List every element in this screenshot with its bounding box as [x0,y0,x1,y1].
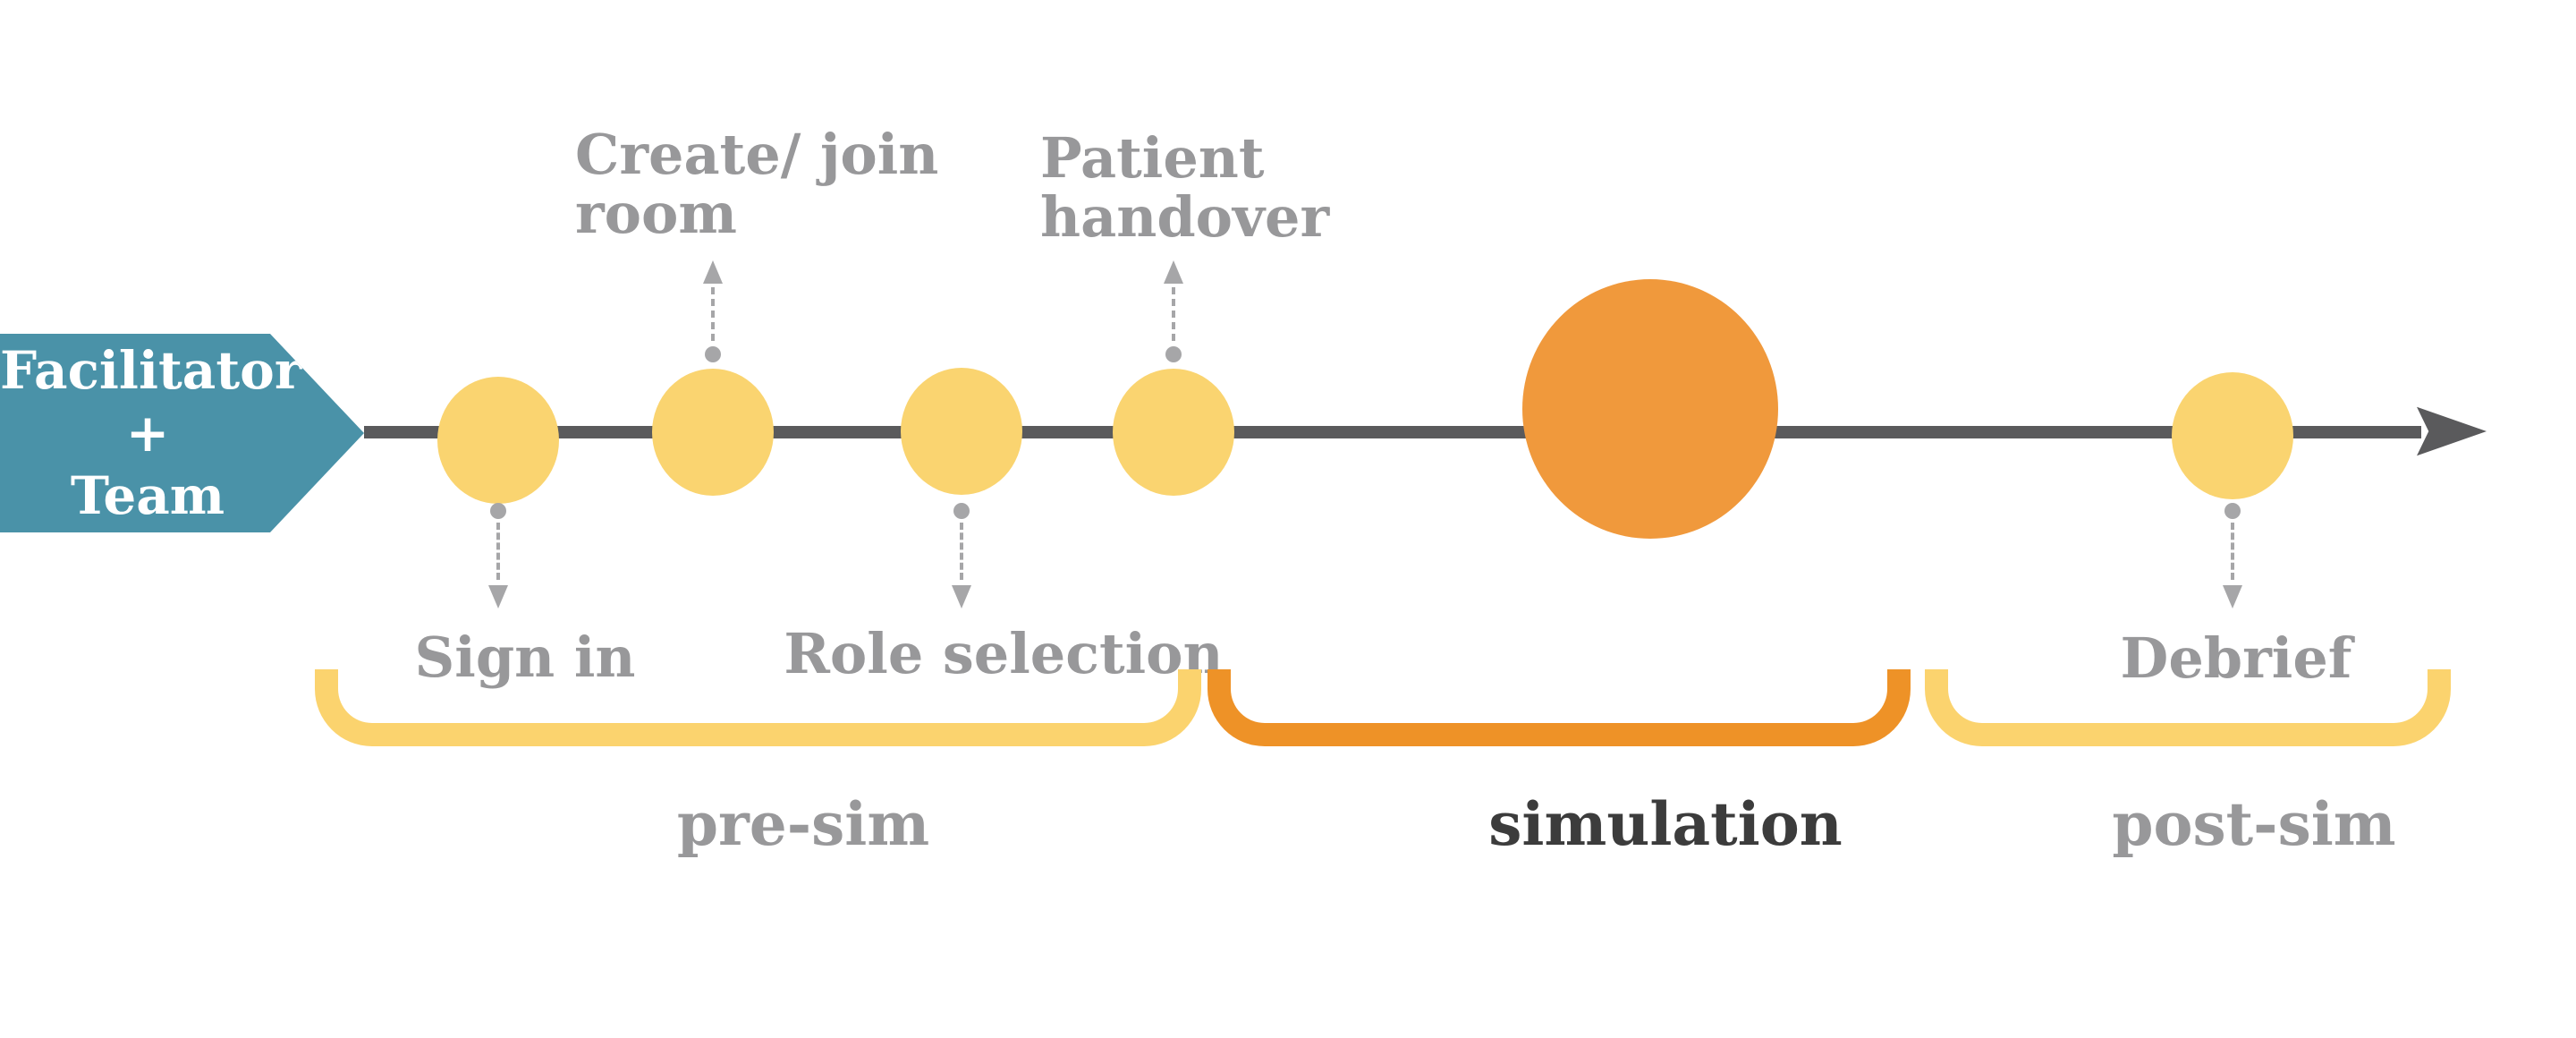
step-label-sign-in: Sign in [414,625,636,690]
arrow-down-icon [488,585,508,608]
connector-dot [2224,503,2241,519]
banner-line-1: Facilitator [0,340,302,401]
patient-handover-line-2: handover [1040,184,1330,250]
connector-dot [490,503,506,519]
facilitator-team-banner: Facilitator + Team [0,334,364,532]
arrow-up-icon [703,260,723,284]
milestone-circle-role-selection [901,368,1022,495]
create-join-room-line-2: room [575,181,737,246]
banner-line-3: Team [70,465,225,526]
milestone-circle-patient-handover [1113,369,1234,496]
arrow-up-icon [1164,260,1183,284]
dashed-line [2231,523,2234,580]
patient-handover-line-1: Patient [1040,125,1265,191]
phase-label-pre-sim: pre-sim [676,789,930,859]
connector-role-selection [948,503,975,612]
connector-dot [953,503,970,519]
timeline-arrowhead-icon [2417,406,2487,456]
milestone-circle-sign-in [437,377,559,504]
phase-bracket-post-sim [1925,669,2451,746]
banner-line-2: + [125,403,170,464]
connector-patient-handover [1160,260,1187,370]
banner-label: Facilitator + Team [0,339,302,527]
connector-debrief [2219,503,2246,612]
timeline-line [364,426,2421,438]
create-join-room-line-1: Create/ join [575,122,939,187]
connector-sign-in [485,503,512,612]
connector-dot [705,346,721,362]
phase-bracket-pre-sim [315,669,1201,746]
dashed-line [960,523,963,580]
milestone-circle-simulation [1522,279,1778,539]
phase-label-simulation: simulation [1488,789,1843,859]
phase-bracket-simulation [1208,669,1911,746]
step-label-patient-handover: Patient handover [1040,129,1329,247]
step-label-create-join-room: Create/ join room [575,125,938,243]
arrow-down-icon [952,585,971,608]
connector-dot [1165,346,1182,362]
phase-label-post-sim: post-sim [2112,789,2396,859]
dashed-line [496,523,500,580]
dashed-line [711,287,715,341]
connector-create-join-room [699,260,726,370]
arrow-down-icon [2223,585,2242,608]
step-label-debrief: Debrief [2120,625,2352,691]
dashed-line [1172,287,1175,341]
milestone-circle-debrief [2172,372,2293,499]
milestone-circle-create-join-room [652,369,774,496]
